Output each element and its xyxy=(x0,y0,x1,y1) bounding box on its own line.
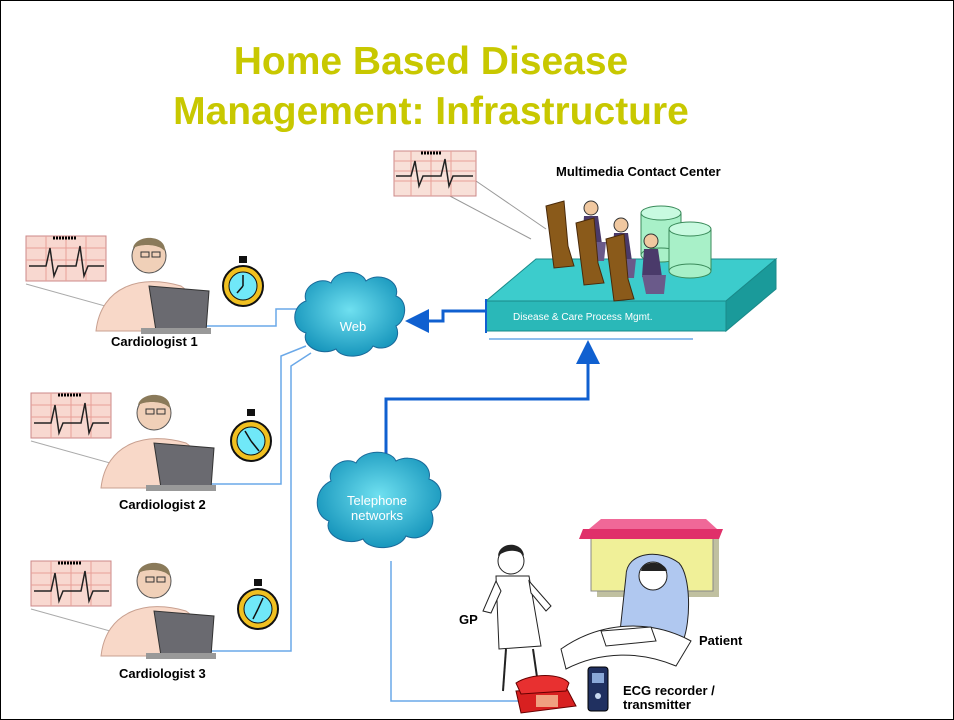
telephone-label: Telephone networks xyxy=(347,493,407,523)
platform-label: Disease & Care Process Mgmt. xyxy=(513,312,653,323)
cardiologist-figure-3 xyxy=(30,560,216,659)
gp-label: GP xyxy=(459,612,478,627)
cardiologist-2-label: Cardiologist 2 xyxy=(119,497,206,512)
ecg-chart-icon xyxy=(393,150,547,240)
house-icon xyxy=(579,519,723,597)
ecg-recorder-icon xyxy=(587,666,609,712)
cardiologist-figure-1 xyxy=(25,235,211,334)
stopwatch-icon-1 xyxy=(222,256,264,307)
contact-center-label: Multimedia Contact Center xyxy=(556,164,721,179)
title-line-1: Home Based Disease xyxy=(233,40,629,83)
telephone-icon xyxy=(515,675,577,714)
patient-figure xyxy=(560,553,692,670)
title-line-2: Management: Infrastructure xyxy=(173,90,689,133)
patient-label: Patient xyxy=(699,633,743,648)
telephone-cloud xyxy=(316,451,442,549)
database-icon xyxy=(640,205,712,279)
ecg-recorder-label: ECG recorder / transmitter xyxy=(623,683,715,712)
stopwatch-icon-2 xyxy=(230,409,272,462)
connector-lines xyxy=(206,308,521,702)
operators-icon xyxy=(545,200,666,302)
cardiologist-1-label: Cardiologist 1 xyxy=(111,334,198,349)
cardiologist-figure-2 xyxy=(30,392,216,491)
data-arrows xyxy=(384,309,600,471)
cardiologist-3-label: Cardiologist 3 xyxy=(119,666,206,681)
stopwatch-icon-3 xyxy=(237,579,279,630)
web-cloud xyxy=(294,271,406,357)
gp-figure xyxy=(482,544,552,692)
web-label: Web xyxy=(339,319,367,334)
